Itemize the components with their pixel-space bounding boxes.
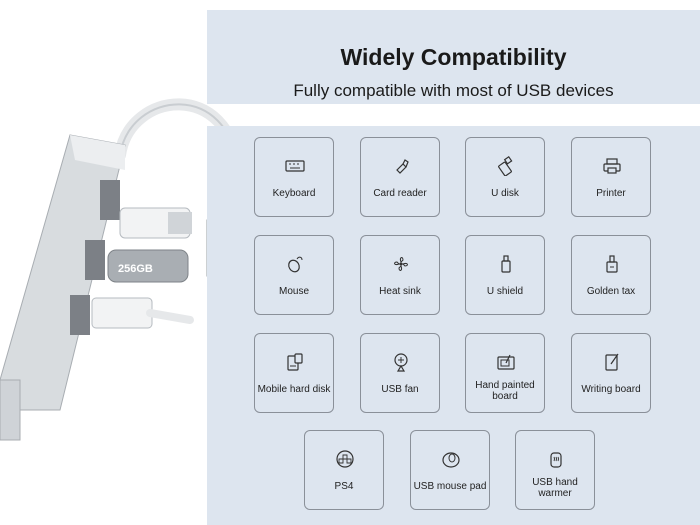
hand-warmer-icon [550,452,562,468]
device-tile-keyboard: Keyboard [254,137,334,217]
fan-icon [394,257,408,271]
usb-fan-icon [394,353,408,372]
drawing-tablet-icon [497,354,515,370]
device-label: Card reader [373,188,427,199]
device-tile-u-shield: U shield [465,235,545,315]
mouse-pad-icon [442,452,460,468]
gamepad-icon [336,450,354,468]
golden-tax-icon [606,255,618,273]
flash-drive-label: 256GB [118,263,153,275]
device-label: U disk [491,188,519,199]
device-tile-mouse: Mouse [254,235,334,315]
device-label: USB hand warmer [532,477,578,499]
printer-icon [603,158,621,174]
device-label: Hand painted board [475,380,535,402]
device-label: Golden tax [586,286,636,297]
u-shield-icon [501,255,511,273]
mouse-icon [288,256,303,273]
device-label: Mouse [278,286,309,297]
device-tile-usb-mouse-pad: USB mouse pad [410,430,490,510]
device-tile-usb-hand-warmer: USB hand warmer [515,430,595,510]
device-tile-mobile-hard-disk: Mobile hard disk [254,333,334,413]
device-label: USB fan [381,384,419,395]
device-grid-panel: Keyboard Card reader U disk Printer Mous… [207,126,700,525]
device-label: Heat sink [379,286,421,297]
keyboard-icon [285,160,305,172]
compatibility-header: Widely Compatibility Fully compatible wi… [207,10,700,104]
device-tile-hand-painted-board: Hand painted board [465,333,545,413]
page-subtitle: Fully compatible with most of USB device… [293,81,614,100]
device-tile-ps4: PS4 [304,430,384,510]
device-label: U shield [486,286,524,297]
page-title: Widely Compatibility [340,44,567,70]
writing-board-icon [605,353,619,371]
device-label: Printer [596,188,626,199]
hard-disk-icon [287,353,303,371]
u-disk-icon [498,156,513,176]
device-tile-usb-fan: USB fan [360,333,440,413]
device-label: Writing board [581,384,641,395]
device-tile-golden-tax: Golden tax [571,235,651,315]
device-label: USB mouse pad [413,481,487,492]
device-label: PS4 [334,481,354,492]
device-tile-u-disk: U disk [465,137,545,217]
device-tile-writing-board: Writing board [571,333,651,413]
device-label: Keyboard [272,188,316,199]
device-label: Mobile hard disk [257,384,331,395]
card-reader-icon [396,159,409,174]
device-tile-printer: Printer [571,137,651,217]
device-tile-heat-sink: Heat sink [360,235,440,315]
device-tile-card-reader: Card reader [360,137,440,217]
